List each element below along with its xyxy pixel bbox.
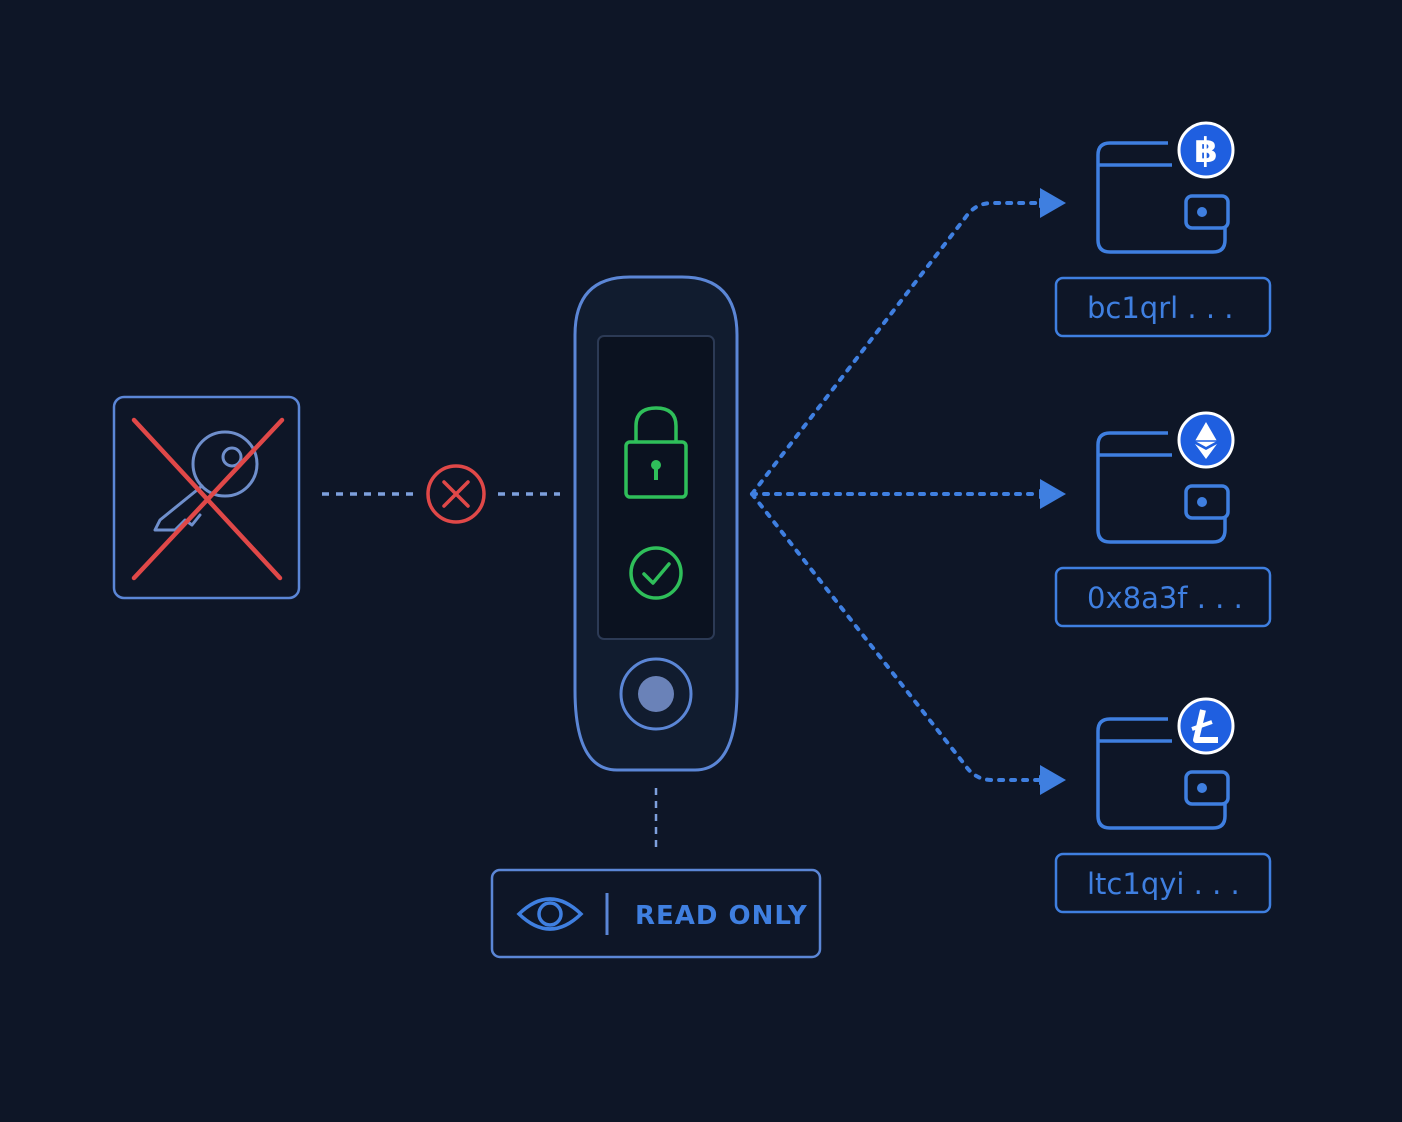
ethereum-icon xyxy=(1175,409,1237,471)
wallet-address: ltc1qyi . . . xyxy=(1087,867,1240,901)
wallet-address: bc1qrl . . . xyxy=(1087,291,1234,325)
ethereum-symbol xyxy=(1195,422,1217,459)
address-box[interactable]: 0x8a3f . . . xyxy=(1054,566,1272,628)
wallet-list: ฿ bc1qrl . . . 0x8a3f . . . ltc1qyi . . . xyxy=(1054,119,1272,914)
eye-icon xyxy=(516,897,584,931)
wallet-icon xyxy=(1096,141,1230,254)
hardware-wallet-device xyxy=(573,275,739,772)
arrow-to-bitcoin xyxy=(750,198,1049,496)
wallet-icon xyxy=(1096,431,1230,544)
wallet-litecoin[interactable]: ltc1qyi . . . xyxy=(1054,695,1272,914)
read-only-badge: READ ONLY xyxy=(490,868,822,959)
derivation-arrows xyxy=(750,198,1049,785)
key-icon xyxy=(153,430,259,532)
check-circle-icon xyxy=(629,546,683,600)
wallet-bitcoin[interactable]: ฿ bc1qrl . . . xyxy=(1054,119,1272,338)
bitcoin-symbol: ฿ xyxy=(1194,131,1218,171)
bitcoin-icon: ฿ xyxy=(1175,119,1237,181)
device-button[interactable] xyxy=(619,657,693,731)
private-key-box xyxy=(112,395,301,600)
arrow-to-litecoin xyxy=(750,492,1049,785)
lock-icon xyxy=(624,406,688,499)
wallet-ethereum[interactable]: 0x8a3f . . . xyxy=(1054,409,1272,628)
wallet-icon xyxy=(1096,717,1230,830)
litecoin-symbol xyxy=(1191,709,1218,743)
blocked-connection xyxy=(322,464,560,524)
x-circle-icon xyxy=(426,464,486,524)
address-box[interactable]: bc1qrl . . . xyxy=(1054,276,1272,338)
address-box[interactable]: ltc1qyi . . . xyxy=(1054,852,1272,914)
read-only-label: READ ONLY xyxy=(635,901,808,931)
arrow-heads xyxy=(1040,188,1066,795)
wallet-address: 0x8a3f . . . xyxy=(1087,581,1243,615)
litecoin-icon xyxy=(1175,695,1237,757)
device-screen xyxy=(597,335,715,640)
cross-out-icon xyxy=(131,417,285,581)
